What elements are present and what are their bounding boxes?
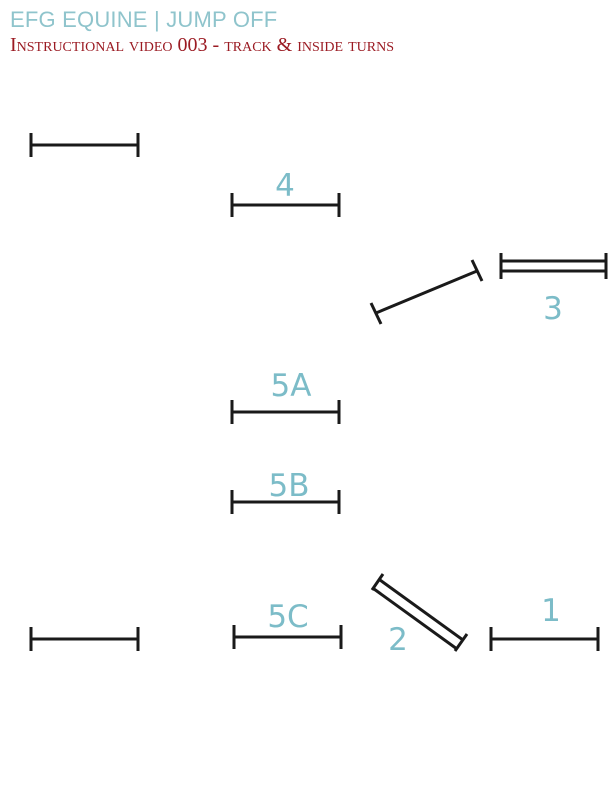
fence-angled-approach [369, 259, 484, 325]
fence-4-label: 4 [275, 168, 295, 204]
fence-bottom-left [29, 627, 140, 651]
header: EFG EQUINE | JUMP OFF Instructional vide… [10, 6, 606, 58]
fence-2-oxer [370, 573, 469, 652]
fence-3-label: 3 [543, 291, 563, 327]
fence-5b-label: 5B [269, 468, 310, 504]
brand-title: EFG EQUINE | JUMP OFF [10, 7, 278, 32]
fence-4 [230, 193, 341, 217]
fence-1-label: 1 [541, 593, 561, 629]
fence-5c-label: 5C [267, 599, 308, 635]
fence-5a [230, 400, 341, 424]
fence-5a-label: 5A [271, 368, 312, 404]
fence-5b [230, 490, 341, 514]
fence-2-label: 2 [388, 622, 408, 658]
fence-top-left [29, 133, 140, 157]
fence-1 [489, 627, 600, 651]
fence-3-oxer [499, 253, 608, 279]
fence-5c [232, 625, 343, 649]
video-subtitle: Instructional video 003 - track & inside… [10, 34, 394, 56]
